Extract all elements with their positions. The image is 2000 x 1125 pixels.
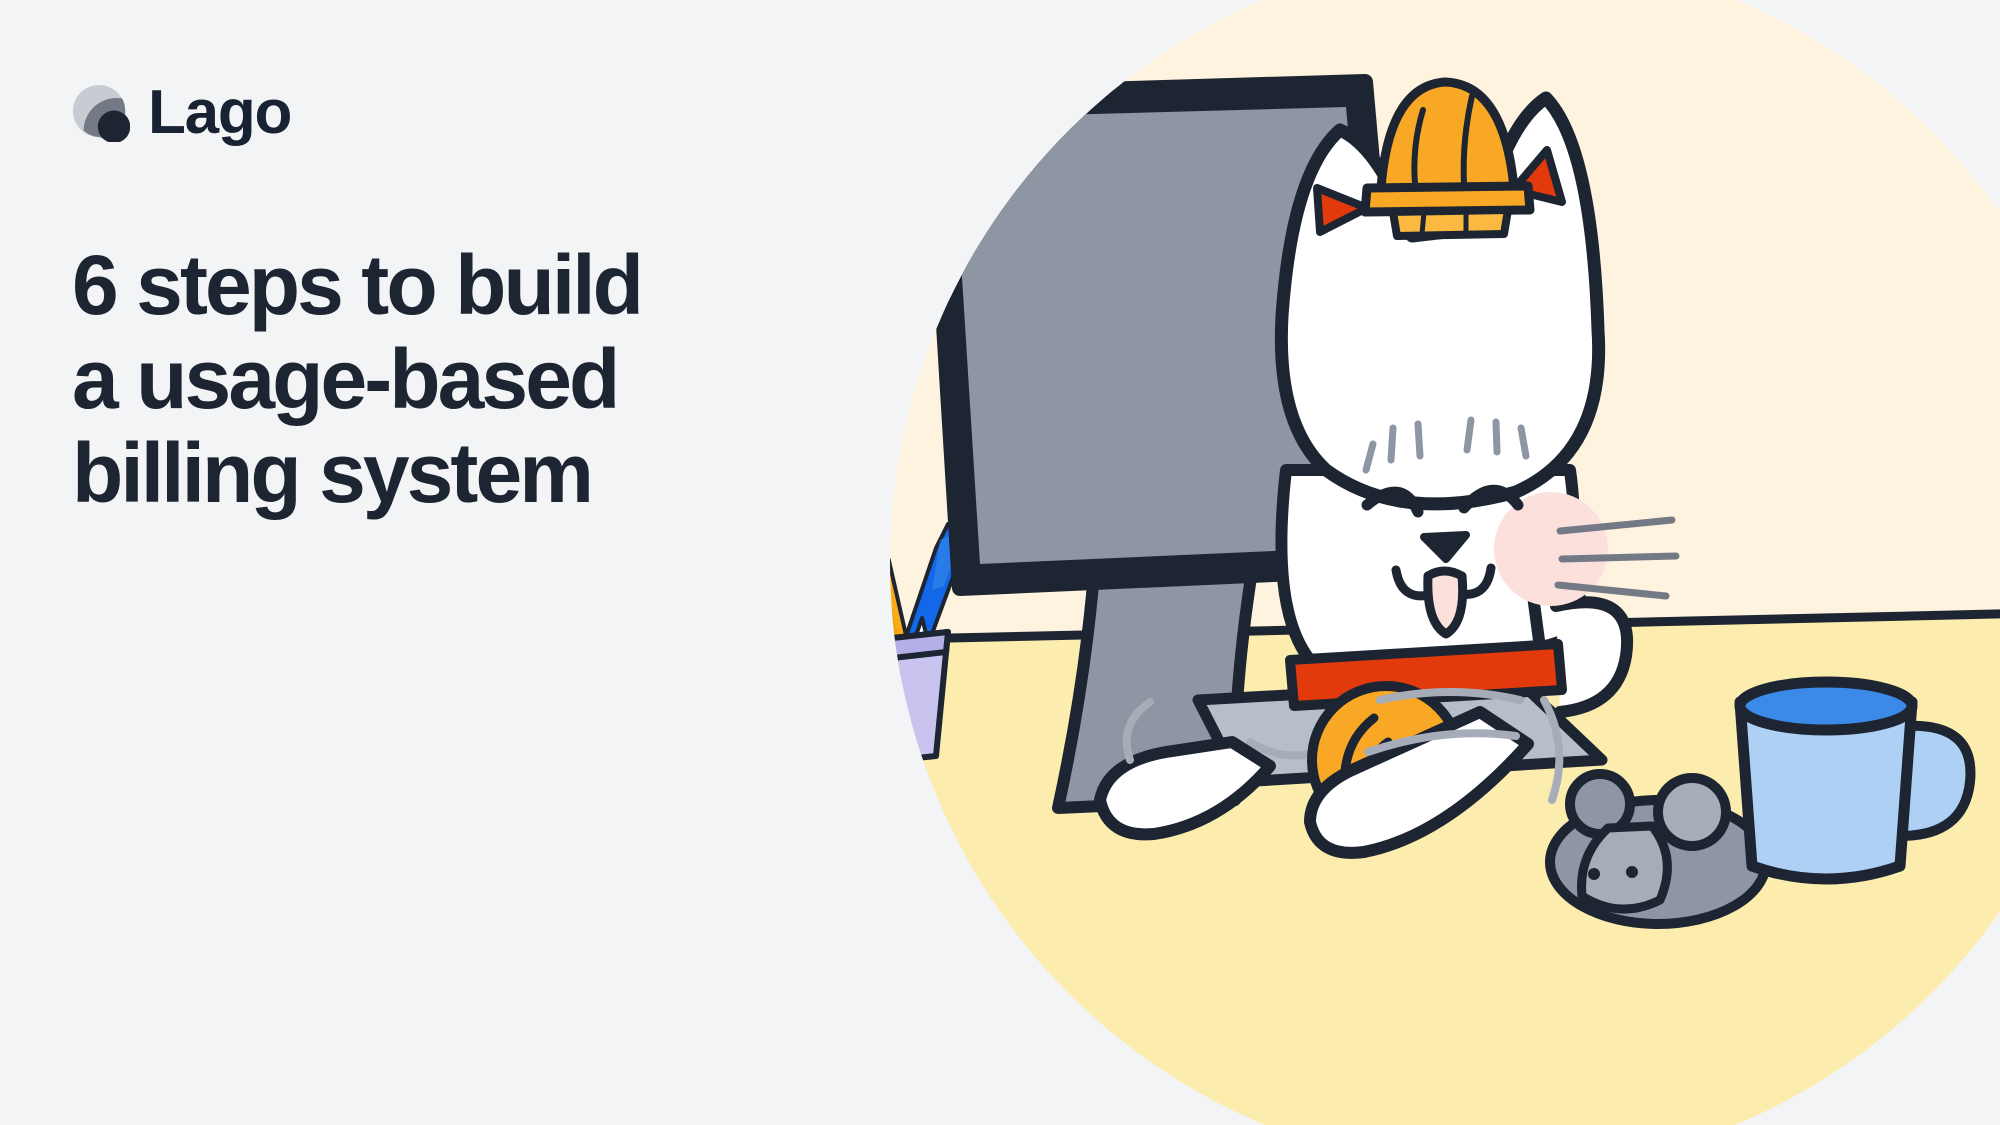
- blush-cheek: [1494, 492, 1608, 606]
- eye-right-icon: [1458, 484, 1524, 514]
- coffee-mug: [1734, 676, 1976, 885]
- white-pencil-icon: [840, 566, 873, 666]
- page-title: 6 steps to build a usage-based billing s…: [72, 238, 892, 520]
- mug-body: [1734, 696, 1918, 885]
- brand-lockup[interactable]: Lago: [72, 78, 292, 147]
- headline-line-3: billing system: [72, 426, 594, 521]
- lago-sphere-logo-icon: [72, 84, 130, 142]
- illustration-panel: [840, 0, 2000, 1125]
- inner-ear-left-icon: [1313, 184, 1371, 236]
- cat-engineer: [1094, 77, 1680, 859]
- paw-motion-lines: [1122, 688, 1564, 804]
- cat-paw-right: [1304, 706, 1534, 859]
- headline-line-2: a usage-based: [72, 332, 620, 427]
- mug-liquid: [1734, 676, 1918, 736]
- eye-left-icon: [1361, 486, 1424, 518]
- monitor-screen: [952, 107, 1385, 564]
- forehead-fur-lines: [1362, 416, 1530, 474]
- monitor: [922, 74, 1416, 814]
- cat-paw-left: [1094, 736, 1276, 841]
- tongue-icon: [1423, 566, 1468, 639]
- brand-wordmark: Lago: [148, 78, 292, 147]
- whiskers: [1554, 516, 1680, 600]
- hard-hat-icon: [1360, 77, 1535, 240]
- mug-handle: [1899, 720, 1976, 841]
- cat-engineer-illustration: [840, 0, 2000, 1125]
- nose-icon: [1420, 531, 1470, 563]
- headline-line-1: 6 steps to build: [72, 238, 644, 332]
- cat-tail: [1550, 596, 1634, 718]
